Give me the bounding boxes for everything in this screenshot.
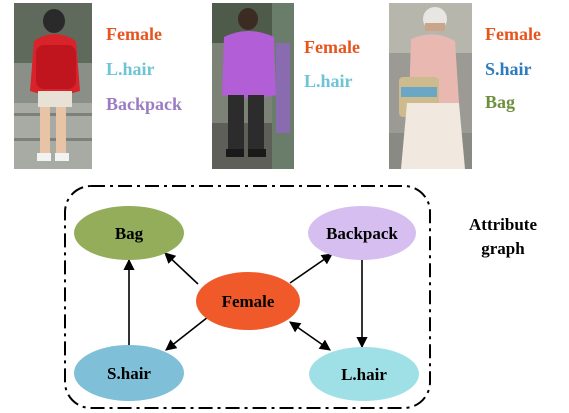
node-lhair-shape — [309, 347, 419, 401]
edge-female-to-backpack — [289, 253, 333, 284]
photo-1-label-female: Female — [106, 24, 162, 44]
photo-3-label-female: Female — [485, 24, 541, 44]
edge-female-to-bag — [164, 252, 199, 285]
node-shair-shape — [74, 345, 184, 401]
person-photo-3-image — [389, 3, 472, 169]
node-bag-label: Bag — [115, 224, 144, 243]
node-female-shape — [196, 272, 300, 330]
node-bag: Bag — [74, 206, 184, 260]
node-lhair: L.hair — [309, 347, 419, 401]
attribute-graph-title: Attribute graph — [448, 213, 558, 261]
photo-3-label-bag: Bag — [485, 92, 516, 112]
person-photo-1 — [14, 3, 92, 169]
node-shair-label: S.hair — [107, 364, 151, 383]
edge-female-to-shair — [165, 316, 209, 351]
node-shair: S.hair — [74, 345, 184, 401]
photo-3-label-shair: S.hair — [485, 59, 532, 79]
photo-2-label-lhair: L.hair — [304, 71, 353, 91]
node-female-label: Female — [222, 292, 275, 311]
person-photo-2-image — [212, 3, 294, 169]
photo-2-label-female: Female — [304, 37, 360, 57]
node-bag-shape — [74, 206, 184, 260]
photo-1-label-backpack: Backpack — [106, 94, 183, 114]
node-lhair-label: L.hair — [341, 365, 387, 384]
graph-dashdot-frame — [64, 185, 431, 409]
photo-1-label-lhair: L.hair — [106, 59, 155, 79]
node-backpack: Backpack — [308, 206, 416, 260]
node-backpack-label: Backpack — [326, 224, 398, 243]
attribute-graph-title-line2: graph — [481, 239, 525, 258]
attribute-graph-title-line1: Attribute — [469, 215, 537, 234]
edge-female-lhair — [289, 321, 331, 351]
node-backpack-shape — [308, 206, 416, 260]
person-photo-3 — [389, 3, 472, 169]
node-female: Female — [196, 272, 300, 330]
person-photo-2 — [212, 3, 294, 169]
person-photo-1-image — [14, 3, 92, 169]
